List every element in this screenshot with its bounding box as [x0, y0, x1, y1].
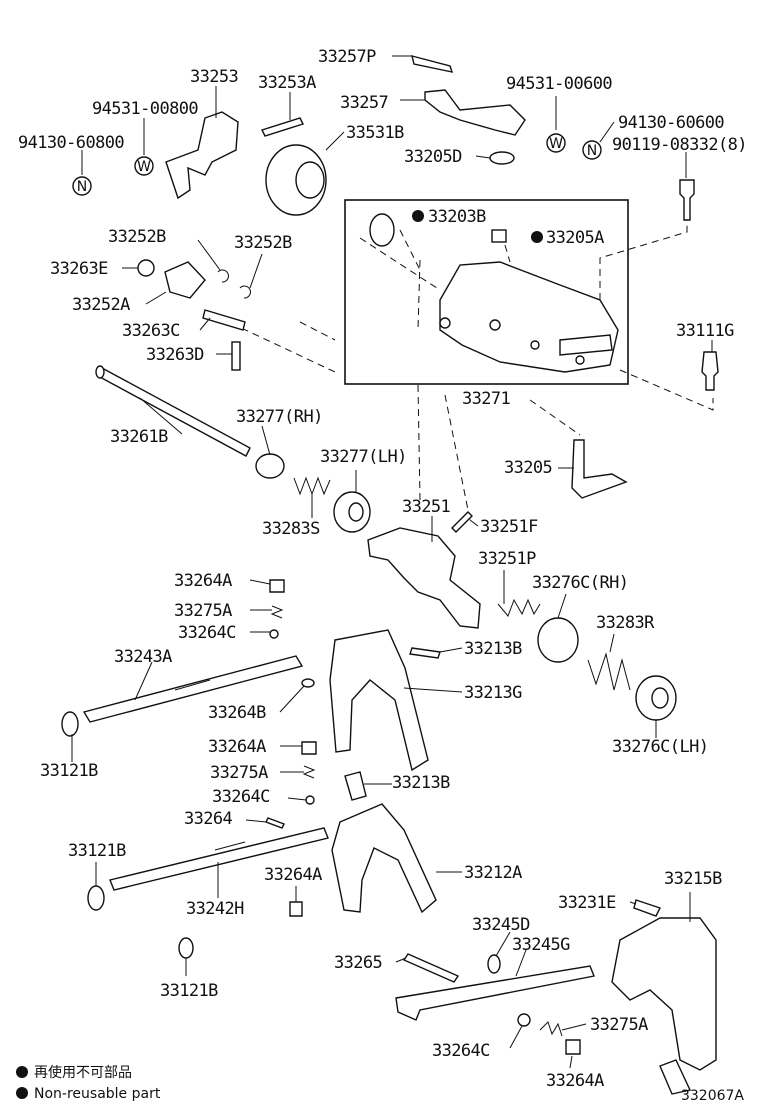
legend-jp-text: 再使用不可部品: [34, 1064, 132, 1081]
label-33275a-a: 33275A: [174, 601, 232, 621]
label-94531-00800: 94531-00800: [92, 99, 198, 119]
label-33531b: 33531B: [346, 123, 404, 143]
label-33251: 33251: [402, 497, 451, 517]
label-33271: 33271: [462, 389, 511, 409]
label-33283s: 33283S: [262, 519, 320, 539]
svg-text:W: W: [549, 136, 563, 152]
label-33264c-a: 33264C: [178, 623, 236, 643]
w-marker-1: W: [134, 156, 154, 176]
label-33121b-c: 33121B: [160, 981, 218, 1001]
label-33121b-a: 33121B: [40, 761, 98, 781]
label-33121b-b: 33121B: [68, 841, 126, 861]
label-33213g: 33213G: [464, 683, 522, 703]
label-33205a: 33205A: [546, 228, 604, 248]
label-33257p: 33257P: [318, 47, 376, 67]
label-33252b-a: 33252B: [108, 227, 166, 247]
label-33245d: 33245D: [472, 915, 530, 935]
label-33242h: 33242H: [186, 899, 244, 919]
label-33264b: 33264B: [208, 703, 266, 723]
guide-lines: [219, 206, 714, 521]
legend-dot-en: [16, 1087, 28, 1099]
label-33264: 33264: [184, 809, 233, 829]
label-33263d: 33263D: [146, 345, 204, 365]
label-33205: 33205: [504, 458, 552, 478]
label-33252b-b: 33252B: [234, 233, 292, 253]
label-33263c: 33263C: [122, 321, 180, 341]
label-94531-00600: 94531-00600: [506, 74, 612, 94]
legend: 再使用不可部品 Non-reusable part: [16, 1064, 161, 1102]
label-33264a-b: 33264A: [208, 737, 266, 757]
label-33253: 33253: [190, 67, 238, 87]
label-33215b: 33215B: [664, 869, 722, 889]
label-33264a-d: 33264A: [546, 1071, 604, 1091]
label-33252a: 33252A: [72, 295, 130, 315]
label-94130-60600: 94130-60600: [618, 113, 724, 133]
legend-en-text: Non-reusable part: [34, 1086, 161, 1102]
label-94130-60800: 94130-60800: [18, 133, 124, 153]
legend-dot-jp: [16, 1066, 28, 1078]
label-33213b-a: 33213B: [464, 639, 522, 659]
label-33212a: 33212A: [464, 863, 522, 883]
label-33203b: 33203B: [428, 207, 486, 227]
label-90119-08332: 90119-08332(8): [612, 135, 747, 155]
non-reusable-dot-33205a: [531, 231, 543, 243]
label-33264a-a: 33264A: [174, 571, 232, 591]
part-labels: 33257P 94531-00600 33253 33253A 33257 94…: [18, 47, 747, 1091]
non-reusable-dot-33203b: [412, 210, 424, 222]
label-33265: 33265: [334, 953, 382, 973]
w-marker-2: W: [546, 133, 566, 153]
part-shapes: [61, 55, 719, 1095]
label-33257: 33257: [340, 93, 388, 113]
label-33275a-c: 33275A: [590, 1015, 648, 1035]
label-33283r: 33283R: [596, 613, 655, 633]
label-33264c-c: 33264C: [432, 1041, 490, 1061]
assembly-box: [344, 199, 629, 385]
n-marker-2: N: [582, 140, 602, 160]
label-33253a: 33253A: [258, 73, 316, 93]
svg-text:N: N: [77, 179, 87, 195]
n-marker-1: N: [72, 176, 92, 196]
leader-lines: [71, 55, 713, 1069]
label-33277-lh: 33277(LH): [320, 447, 407, 467]
label-33111g: 33111G: [676, 321, 734, 341]
figure-id: 332067A: [681, 1088, 744, 1104]
svg-text:W: W: [137, 159, 151, 175]
label-33275a-b: 33275A: [210, 763, 268, 783]
label-33245g: 33245G: [512, 935, 570, 955]
label-33251f: 33251F: [480, 517, 538, 537]
label-33277-rh: 33277(RH): [236, 407, 323, 427]
label-33231e: 33231E: [558, 893, 616, 913]
label-33264c-b: 33264C: [212, 787, 270, 807]
label-33213b-b: 33213B: [392, 773, 450, 793]
label-33276c-rh: 33276C(RH): [532, 573, 628, 593]
label-33261b: 33261B: [110, 427, 168, 447]
label-33276c-lh: 33276C(LH): [612, 737, 708, 757]
label-33205d: 33205D: [404, 147, 462, 167]
label-33263e: 33263E: [50, 259, 108, 279]
svg-text:N: N: [587, 143, 597, 159]
label-33243a: 33243A: [114, 647, 172, 667]
label-33251p: 33251P: [478, 549, 536, 569]
label-33264a-c: 33264A: [264, 865, 322, 885]
